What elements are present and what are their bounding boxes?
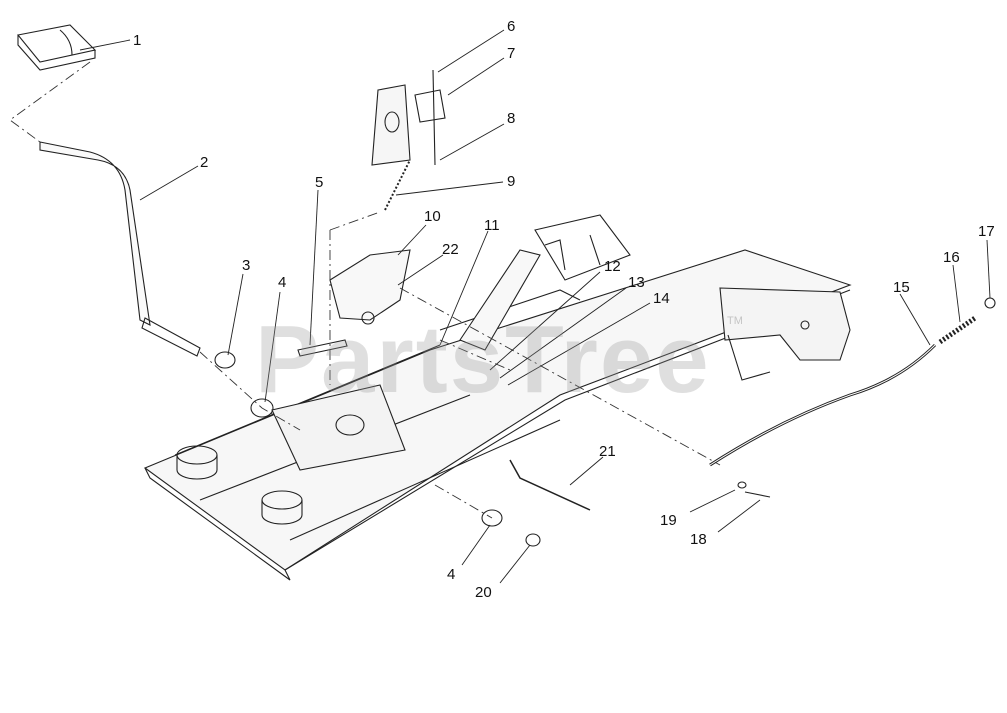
- callout-11: 11: [484, 217, 500, 234]
- callout-13: 13: [628, 274, 645, 291]
- callout-14: 14: [653, 290, 670, 307]
- callout-22: 22: [442, 241, 459, 258]
- pin-5: [297, 339, 348, 357]
- pedal-arm: [39, 141, 151, 326]
- watermark-trademark: TM: [727, 315, 743, 327]
- callout-20: 20: [475, 584, 492, 601]
- pedal-pad: [16, 24, 97, 71]
- callout-17: 17: [978, 223, 995, 240]
- callout-12: 12: [604, 258, 621, 275]
- callout-15: 15: [893, 279, 910, 296]
- callout-7: 7: [507, 45, 516, 62]
- callout-16: 16: [943, 249, 960, 266]
- watermark: PartsTree: [255, 306, 711, 413]
- callout-2: 2: [200, 154, 209, 171]
- bushing-4: [250, 398, 274, 418]
- rod-21: [509, 459, 591, 511]
- upper-bracket: [371, 69, 446, 166]
- spring-9: [384, 159, 411, 211]
- callout-9: 9: [507, 173, 516, 190]
- callout-3: 3: [242, 257, 251, 274]
- bushing-3: [214, 351, 236, 369]
- pedal-shaft: [141, 317, 201, 357]
- leader-lines: [79, 29, 991, 584]
- engine-mounts: [176, 445, 303, 525]
- callout-1: 1: [133, 32, 142, 49]
- callout-19: 19: [660, 512, 677, 529]
- callout-21: 21: [599, 443, 616, 460]
- callout-6: 6: [507, 18, 516, 35]
- rear-bracket: [719, 287, 851, 381]
- callout-5: 5: [315, 174, 324, 191]
- spring-16: [938, 315, 977, 345]
- nut-17: [984, 297, 996, 309]
- callout-18: 18: [690, 531, 707, 548]
- mount-plate: [271, 384, 406, 471]
- callout-4: 4: [278, 274, 287, 291]
- lever-10: [329, 249, 411, 321]
- rod-15: [709, 343, 937, 467]
- callout-10: 10: [424, 208, 441, 225]
- projection-lines: [9, 61, 721, 519]
- callout-8: 8: [507, 110, 516, 127]
- link-11: [459, 249, 541, 351]
- callout-4b: 4: [447, 566, 456, 583]
